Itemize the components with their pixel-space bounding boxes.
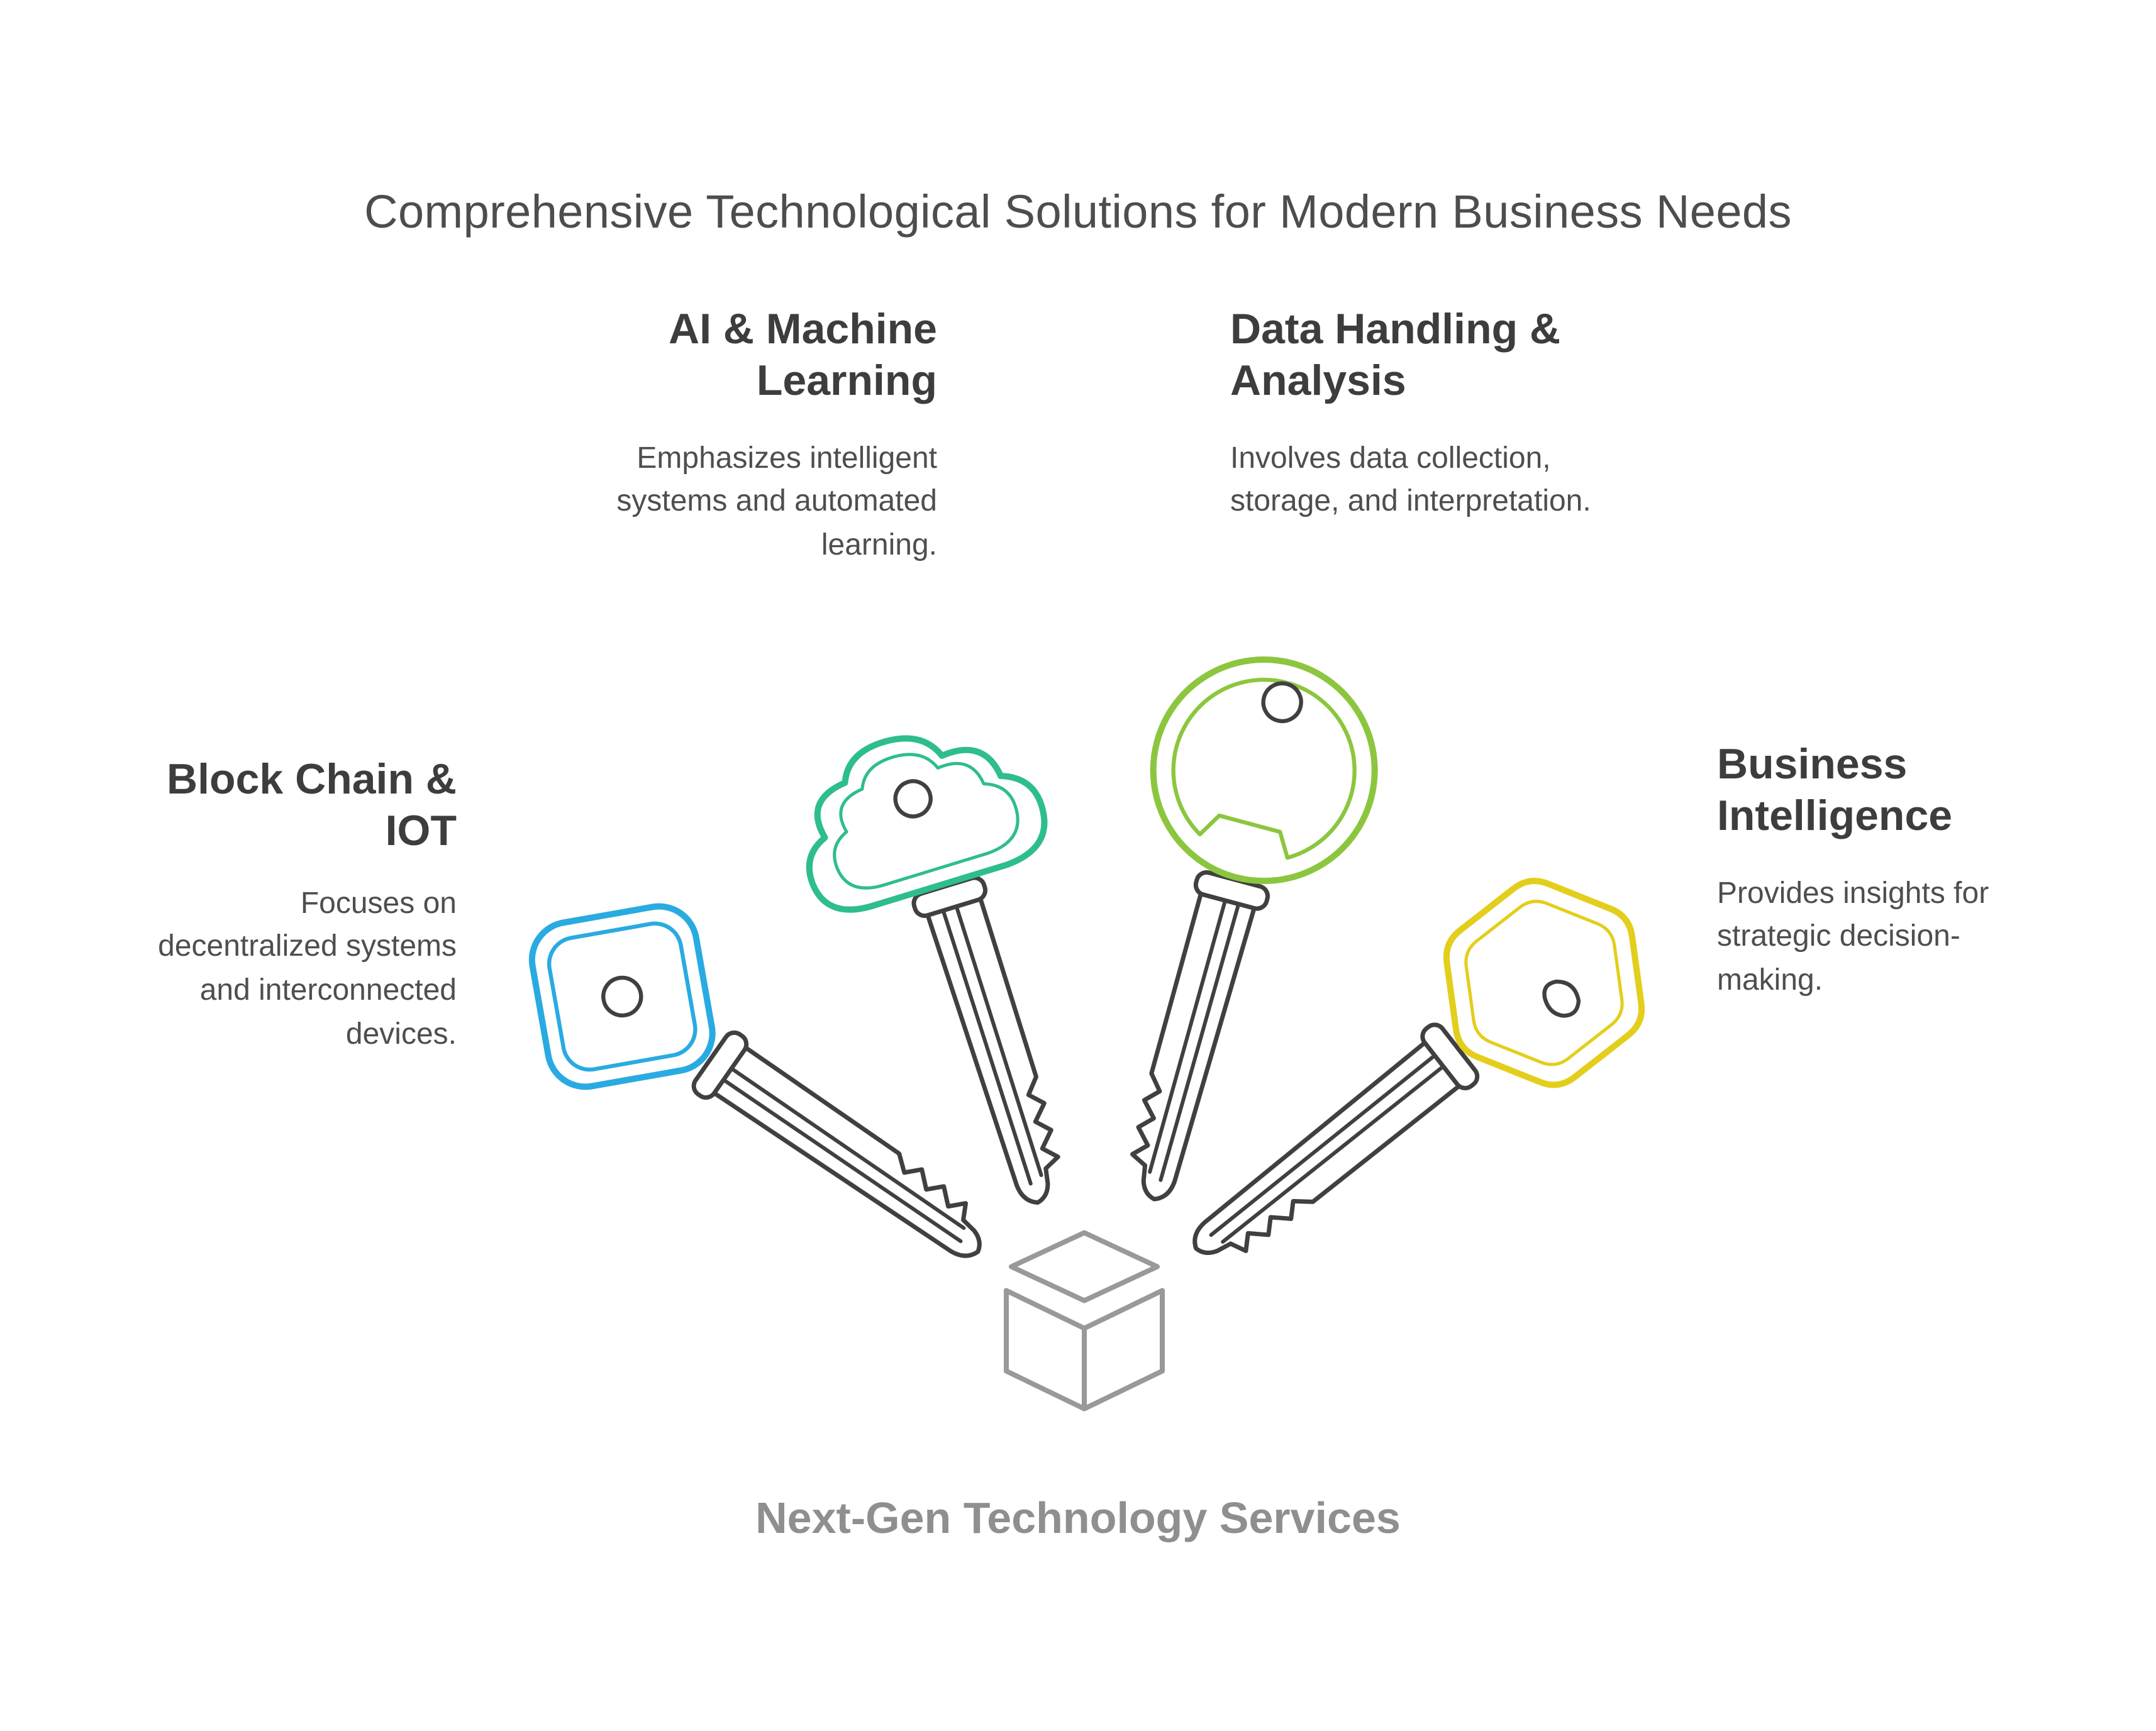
- cloud-key-icon: [806, 735, 1152, 1238]
- hexagon-key-icon: [1142, 878, 1645, 1326]
- footer-label: Next-Gen Technology Services: [755, 1494, 1401, 1543]
- item-business-intelligence-description: Provides insights for strategic decision…: [1717, 876, 1989, 998]
- item-business-intelligence-title: Business Intelligence: [1717, 741, 1953, 840]
- item-ai-ml-description: Emphasizes intelligent systems and autom…: [616, 441, 937, 563]
- page-title: Comprehensive Technological Solutions fo…: [364, 186, 1792, 238]
- square-key-icon: [528, 903, 1048, 1344]
- item-business-intelligence: Business Intelligence Provides insights …: [1717, 739, 2050, 1004]
- item-blockchain-iot-description: Focuses on decentralized systems and int…: [158, 886, 457, 1051]
- item-ai-ml: AI & Machine Learning Emphasizes intelli…: [560, 304, 937, 568]
- item-data-handling: Data Handling & Analysis Involves data c…: [1230, 304, 1645, 524]
- item-data-handling-title: Data Handling & Analysis: [1230, 306, 1561, 405]
- cube-icon: [1004, 1230, 1165, 1412]
- circle-key-icon: [1042, 656, 1378, 1226]
- item-data-handling-description: Involves data collection, storage, and i…: [1230, 441, 1591, 519]
- item-blockchain-iot: Block Chain & IOT Focuses on decentraliz…: [117, 755, 457, 1058]
- item-ai-ml-title: AI & Machine Learning: [669, 306, 937, 405]
- item-blockchain-iot-title: Block Chain & IOT: [167, 756, 457, 855]
